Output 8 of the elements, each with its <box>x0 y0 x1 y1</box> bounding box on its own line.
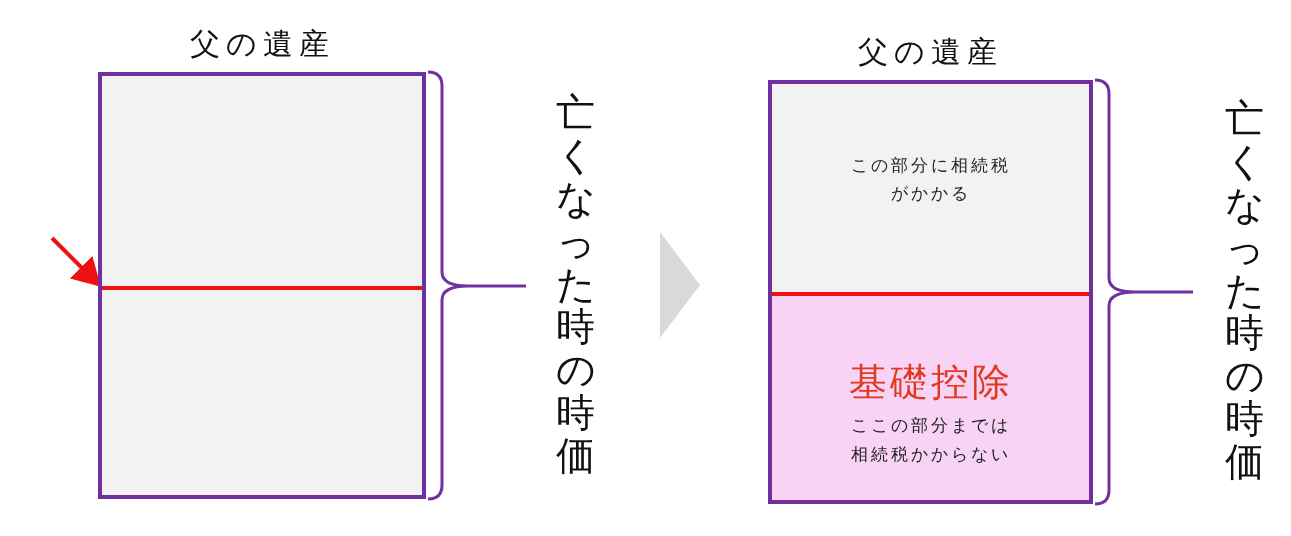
section-title: 基礎控除 <box>848 360 1013 406</box>
section-note: この部分に相続税がかかる <box>849 155 1012 206</box>
vertical-label: 亡くなった時の時価 <box>556 92 595 478</box>
box-heading: 父の遺産 <box>857 34 1004 70</box>
deduction-section <box>772 292 1089 500</box>
box-heading: 父の遺産 <box>188 26 336 62</box>
vertical-label: 亡くなった時の時価 <box>1225 98 1264 484</box>
section-note: ここの部分までは相続税かからない <box>849 415 1012 466</box>
